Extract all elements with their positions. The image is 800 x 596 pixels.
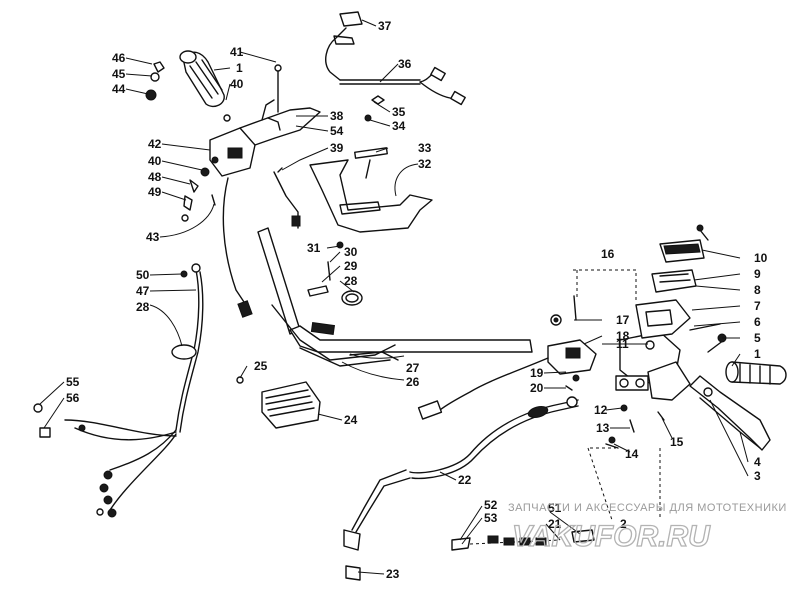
callout-28: 28	[136, 300, 150, 314]
callout-51: 51	[548, 501, 562, 515]
throttle-cable-22	[343, 396, 579, 581]
callout-28-top: 28	[344, 274, 358, 288]
pad-bracket	[309, 147, 433, 233]
watermark: ЗАПЧАСТИ И АКСЕССУАРЫ ДЛЯ МОТОТЕХНИКИ VA…	[508, 502, 787, 554]
wire-39	[273, 167, 301, 229]
callout-6: 6	[754, 315, 761, 329]
callout-52: 52	[484, 498, 498, 512]
callout-49: 49	[148, 185, 162, 199]
callout-24: 24	[344, 413, 358, 427]
grip-right	[725, 361, 787, 385]
callout-33: 33	[418, 141, 432, 155]
callout-labels: 37 36 41 1 40 46 45 44 38 54 35 34 39 33…	[66, 19, 768, 581]
callout-13: 13	[596, 421, 610, 435]
callout-1-right: 1	[754, 347, 761, 361]
callout-40: 40	[148, 154, 162, 168]
callout-1-left: 1	[236, 61, 243, 75]
throttle-cable-left	[222, 177, 253, 318]
callout-7: 7	[754, 299, 761, 313]
callout-47: 47	[136, 284, 150, 298]
callout-25: 25	[254, 359, 268, 373]
callout-27: 27	[406, 361, 420, 375]
watermark-logo: VAKUFOR.RU	[512, 520, 711, 553]
callout-34: 34	[392, 119, 406, 133]
callout-46: 46	[112, 51, 126, 65]
callout-10: 10	[754, 251, 768, 265]
callout-14: 14	[625, 447, 639, 461]
connector-set	[451, 529, 595, 551]
callout-53: 53	[484, 511, 498, 525]
callout-36: 36	[398, 57, 412, 71]
callout-8: 8	[754, 283, 761, 297]
callout-4: 4	[754, 455, 761, 469]
small-parts-right	[605, 404, 665, 449]
callout-21: 21	[548, 517, 562, 531]
callout-22: 22	[458, 473, 472, 487]
callout-15: 15	[670, 435, 684, 449]
callout-9: 9	[754, 267, 761, 281]
callout-31: 31	[307, 241, 321, 255]
handlebar	[257, 227, 533, 367]
guide-16b	[573, 269, 637, 300]
callout-45: 45	[112, 67, 126, 81]
callout-18: 18	[616, 329, 630, 343]
grip-left	[179, 50, 225, 108]
callout-56: 56	[66, 391, 80, 405]
callout-38: 38	[330, 109, 344, 123]
callout-40-top: 40	[230, 77, 244, 91]
callout-16: 16	[601, 247, 615, 261]
callout-5: 5	[754, 331, 761, 345]
callout-32: 32	[418, 157, 432, 171]
callout-35: 35	[392, 105, 406, 119]
leader-lines	[39, 19, 749, 575]
callout-3: 3	[754, 469, 761, 483]
callout-11: 11	[616, 337, 629, 351]
callout-44: 44	[112, 82, 126, 96]
cable-37-36	[325, 11, 466, 122]
callout-17: 17	[616, 313, 630, 327]
watermark-text: ЗАПЧАСТИ И АКСЕССУАРЫ ДЛЯ МОТОТЕХНИКИ	[508, 502, 787, 514]
callout-29: 29	[344, 259, 358, 273]
callout-55: 55	[66, 375, 80, 389]
right-switch-housing	[615, 224, 721, 401]
guide-2b	[587, 447, 613, 521]
callout-43: 43	[146, 230, 160, 244]
callout-54: 54	[330, 124, 344, 138]
callout-50: 50	[136, 268, 150, 282]
callout-48: 48	[148, 170, 162, 184]
callout-23: 23	[386, 567, 400, 581]
callout-2: 2	[620, 517, 627, 531]
brake-cable-left	[33, 263, 204, 518]
callout-19: 19	[530, 366, 544, 380]
callout-37: 37	[378, 19, 392, 33]
callout-12: 12	[594, 403, 608, 417]
callout-41: 41	[230, 45, 244, 59]
callout-26: 26	[406, 375, 420, 389]
left-switch-housing	[209, 99, 321, 177]
switch-17-20	[417, 295, 597, 420]
small-parts-left	[145, 61, 282, 222]
callout-39: 39	[330, 141, 344, 155]
callout-30: 30	[344, 245, 358, 259]
callout-20: 20	[530, 381, 544, 395]
pad-24	[236, 376, 321, 429]
callout-42: 42	[148, 137, 162, 151]
